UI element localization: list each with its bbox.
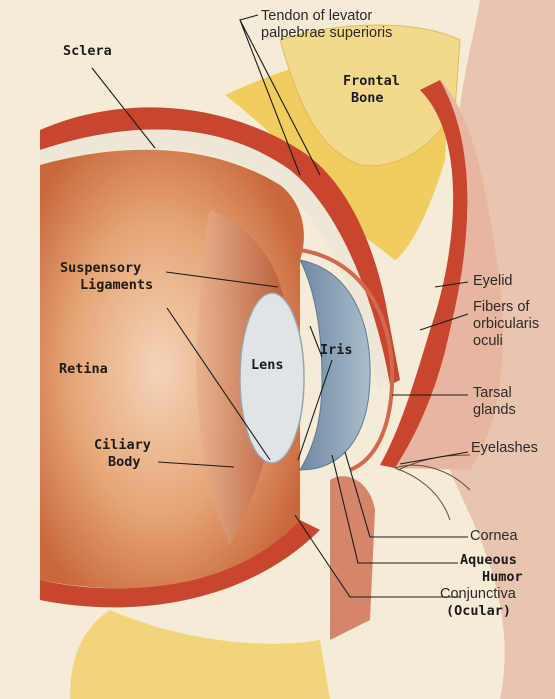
label-fibers-line-2: orbicularis — [473, 316, 540, 332]
label-frontal-line-2: Bone — [351, 90, 384, 106]
label-suspensory-line-1: Suspensory — [60, 260, 142, 276]
label-fibers-orbicularis: Fibers of orbicularis oculi — [473, 299, 539, 350]
label-fibers-line-1: Fibers of — [473, 299, 530, 315]
label-aqueous-line-1: Aqueous — [460, 552, 517, 568]
label-tarsal-glands: Tarsal glands — [473, 385, 516, 419]
label-retina: Retina — [59, 361, 108, 377]
label-ciliary-line-2: Body — [108, 454, 141, 470]
label-tendon-line-1: Tendon of levator — [261, 8, 373, 24]
label-conjunctiva: Conjunctiva (Ocular) — [440, 586, 516, 620]
label-ciliary-body: Ciliary Body — [94, 437, 151, 471]
label-fibers-line-3: oculi — [473, 333, 503, 349]
sclera — [40, 107, 400, 608]
label-tarsal-line-2: glands — [473, 402, 516, 418]
label-tarsal-line-1: Tarsal — [473, 385, 512, 401]
label-tendon-line-2: palpebrae superioris — [261, 25, 393, 41]
label-aqueous-line-2: Humor — [482, 569, 523, 585]
label-conjunctiva-line-1: Conjunctiva — [440, 586, 516, 602]
label-aqueous-humor: Aqueous Humor — [460, 552, 523, 586]
label-eyelashes: Eyelashes — [471, 440, 538, 456]
label-sclera: Sclera — [63, 43, 112, 59]
label-tendon-levator: Tendon of levator palpebrae superioris — [261, 8, 392, 42]
iris — [299, 259, 371, 471]
leader-lines — [91, 14, 469, 598]
label-suspensory-ligaments: Suspensory Ligaments — [60, 260, 153, 294]
label-suspensory-line-2: Ligaments — [80, 277, 154, 293]
label-lens: Lens — [251, 357, 284, 373]
frontal-bone — [279, 24, 461, 167]
label-iris: Iris — [320, 342, 353, 358]
label-frontal-bone: Frontal Bone — [343, 73, 400, 107]
label-eyelid: Eyelid — [473, 273, 513, 289]
cornea — [299, 248, 395, 472]
label-ciliary-line-1: Ciliary — [94, 437, 151, 453]
label-conjunctiva-line-2: (Ocular) — [446, 603, 512, 619]
lens — [239, 292, 305, 464]
label-cornea: Cornea — [470, 528, 518, 544]
label-frontal-line-1: Frontal — [343, 73, 400, 89]
